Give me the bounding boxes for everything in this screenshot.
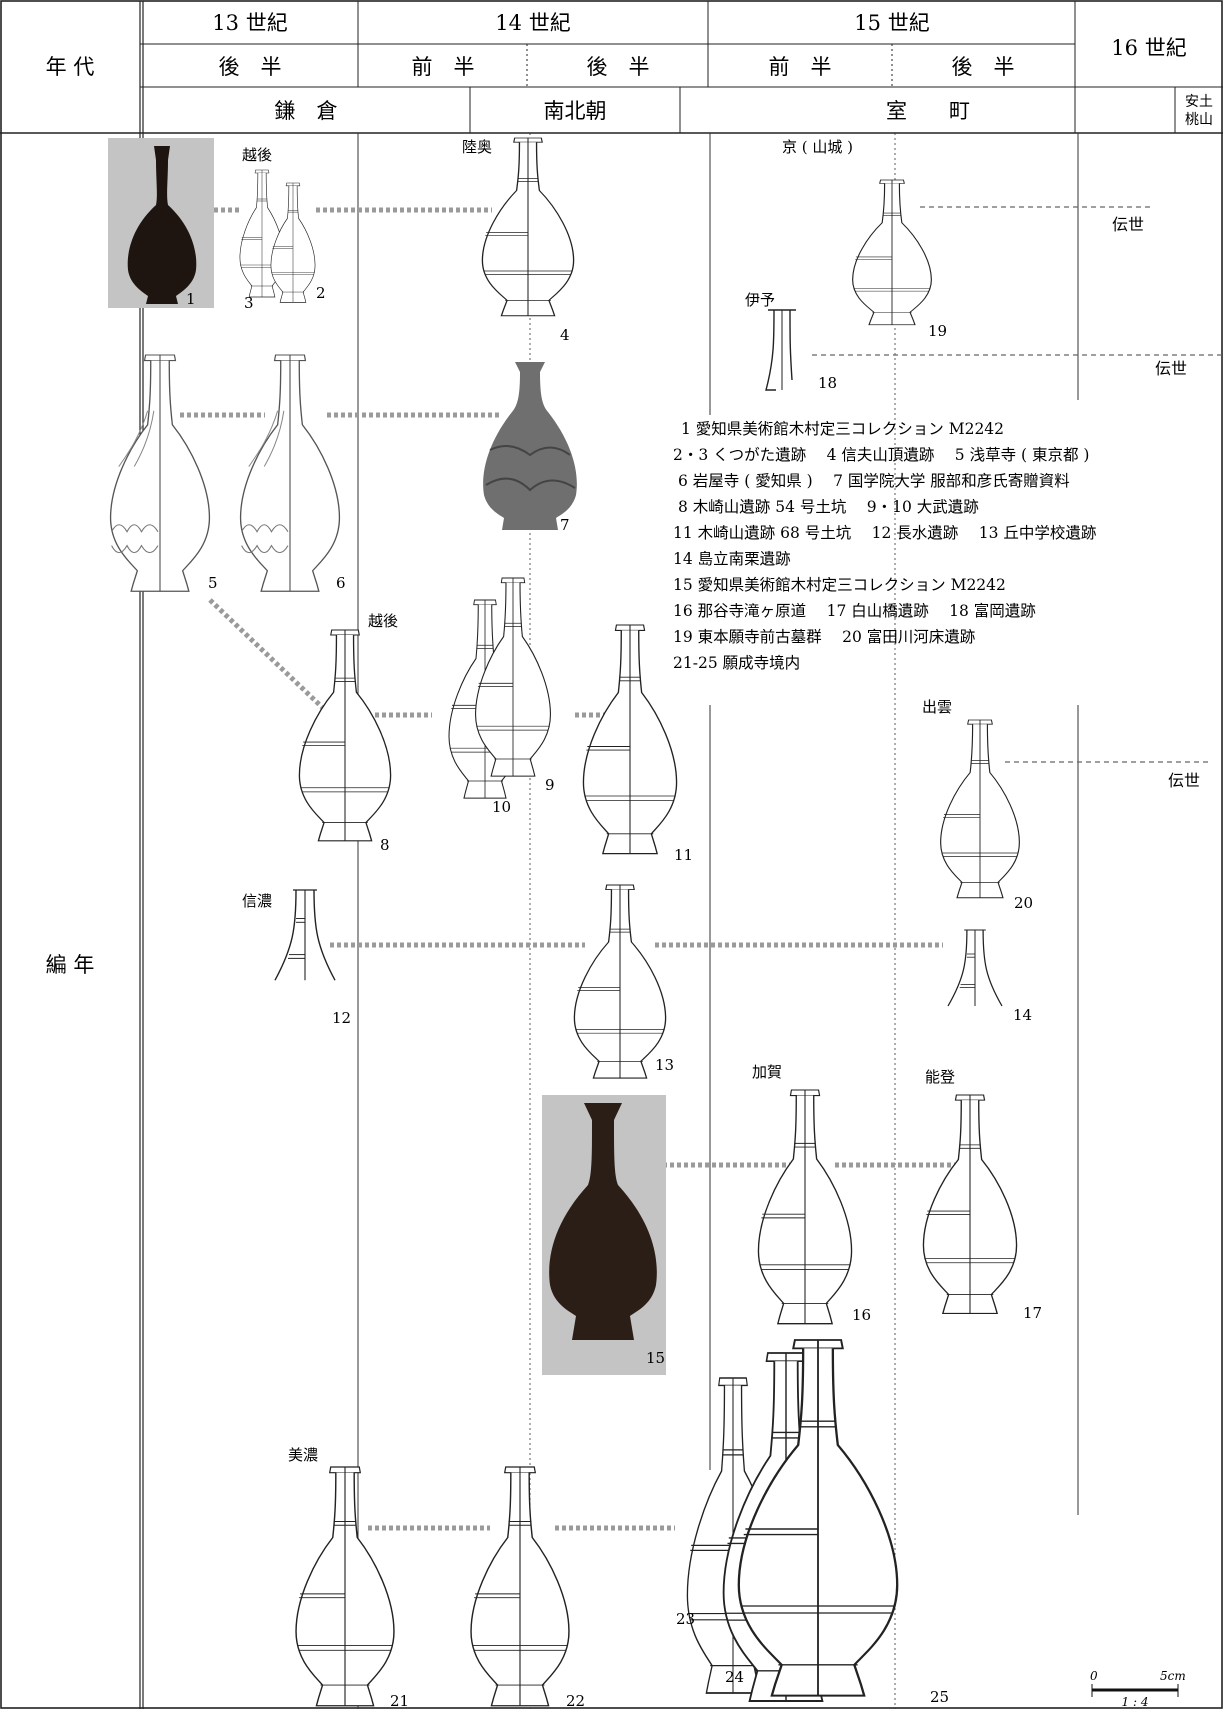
vase-drawing-17 (922, 1094, 1018, 1315)
half-14-first: 前 半 (412, 55, 475, 79)
photo-vase-15 (542, 1095, 666, 1375)
half-14-second: 後 半 (587, 55, 650, 79)
vase-drawing-11 (582, 624, 678, 855)
legend-line-2: 2・3 くつがた遺跡 4 信夫山頂遺跡 5 浅草寺 ( 東京都 ) (673, 446, 1089, 464)
half-15-second: 後 半 (952, 55, 1015, 79)
region-echigo-a: 越後 (242, 146, 272, 164)
legend: 1 愛知県美術館木村定三コレクション M2242 2・3 くつがた遺跡 4 信夫… (673, 420, 1097, 672)
number-23: 23 (676, 1610, 695, 1628)
vase-drawing-20 (940, 719, 1020, 899)
number-21: 21 (390, 1692, 409, 1709)
legend-line-7: 15 愛知県美術館木村定三コレクション M2242 (673, 576, 1006, 594)
vase-drawing-2 (270, 182, 316, 303)
half-15-first: 前 半 (769, 55, 832, 79)
number-5: 5 (208, 574, 218, 592)
legend-line-10: 21-25 願成寺境内 (673, 653, 800, 672)
region-mino: 美濃 (288, 1446, 318, 1464)
legend-line-4: 8 木崎山遺跡 54 号土坑 9・10 大武遺跡 (678, 498, 979, 516)
century-13: 13 世紀 (212, 11, 287, 35)
number-4: 4 (560, 326, 570, 344)
legend-line-3: 6 岩屋寺 ( 愛知県 ) 7 国学院大学 服部和彦氏寄贈資料 (678, 471, 1070, 490)
tradition-label-3: 伝世 (1168, 771, 1200, 790)
region-echigo-b: 越後 (368, 612, 398, 630)
photo-vase-1 (108, 138, 214, 308)
region-kyo: 京 ( 山城 ) (782, 138, 853, 156)
period-azuchi: 安土 (1185, 94, 1213, 110)
vase-drawing-5 (109, 354, 211, 592)
number-1: 1 (186, 290, 196, 308)
century-14: 14 世紀 (495, 11, 570, 35)
vase-drawing-6 (239, 354, 341, 592)
row-label-chronology: 編 年 (46, 953, 95, 977)
number-17: 17 (1023, 1304, 1042, 1322)
period-momoyama: 桃山 (1185, 112, 1213, 128)
legend-line-6: 14 島立南栗遺跡 (673, 550, 791, 568)
vase-drawing-13 (573, 884, 667, 1079)
number-7: 7 (560, 516, 570, 534)
period-muromachi: 室 町 (886, 99, 970, 123)
vase-drawing-25 (737, 1338, 899, 1697)
scale-ratio: 1 : 4 (1122, 1695, 1149, 1709)
number-14: 14 (1013, 1006, 1032, 1024)
scale-zero: 0 (1090, 1669, 1098, 1683)
number-2: 2 (316, 284, 326, 302)
number-16: 16 (852, 1306, 871, 1324)
number-18: 18 (818, 374, 837, 392)
guide-lines (357, 133, 1079, 1709)
region-kaga: 加賀 (752, 1063, 782, 1081)
region-shinano: 信濃 (242, 892, 272, 910)
region-mutsu: 陸奥 (462, 138, 492, 156)
number-19: 19 (928, 322, 947, 340)
number-15: 15 (646, 1349, 665, 1367)
scale-five: 5cm (1160, 1669, 1186, 1683)
number-13: 13 (655, 1056, 674, 1074)
period-nanbokucho: 南北朝 (544, 99, 607, 123)
tradition-lines (812, 206, 1223, 763)
legend-line-5: 11 木崎山遺跡 68 号土坑 12 長水遺跡 13 丘中学校遺跡 (673, 524, 1097, 542)
vase-drawing-12 (274, 889, 336, 981)
legend-line-8: 16 那谷寺滝ヶ原道 17 白山橋遺跡 18 富岡遺跡 (673, 602, 1036, 620)
specimen-numbers: 1 2 3 4 5 6 7 8 9 10 11 12 13 14 15 16 1… (186, 284, 1042, 1709)
number-25: 25 (930, 1688, 949, 1706)
vase-drawing-4 (481, 137, 575, 317)
scale-bar: 0 5cm 1 : 4 (1090, 1669, 1186, 1709)
number-11: 11 (674, 846, 693, 864)
tradition-label-2: 伝世 (1155, 359, 1187, 378)
vase-drawing-18 (765, 309, 796, 391)
tradition-label-1: 伝世 (1112, 215, 1144, 234)
photo-vase-7 (483, 362, 577, 530)
number-6: 6 (336, 574, 346, 592)
connector-lines (180, 207, 955, 1531)
region-noto: 能登 (925, 1068, 955, 1086)
half-13-second: 後 半 (219, 55, 282, 79)
vase-drawing-21 (295, 1466, 395, 1707)
number-24: 24 (725, 1668, 744, 1686)
number-10: 10 (492, 798, 511, 816)
century-15: 15 世紀 (854, 11, 929, 35)
legend-line-9: 19 東本願寺前古墓群 20 富田川河床遺跡 (673, 628, 976, 646)
number-9: 9 (545, 776, 555, 794)
period-kamakura: 鎌 倉 (275, 99, 338, 123)
legend-line-1: 1 愛知県美術館木村定三コレクション M2242 (681, 420, 1004, 438)
number-3: 3 (244, 294, 254, 312)
vase-drawing-14 (947, 929, 1003, 1007)
vase-drawing-19 (852, 179, 932, 326)
vase-drawing-16 (757, 1089, 853, 1325)
region-izumo: 出雲 (922, 698, 952, 716)
row-label-era: 年 代 (46, 55, 95, 79)
region-iyo: 伊予 (745, 291, 775, 309)
number-22: 22 (566, 1692, 585, 1709)
vase-drawing-22 (470, 1466, 570, 1707)
century-16: 16 世紀 (1111, 36, 1186, 60)
number-8: 8 (380, 836, 390, 854)
vase-drawing-8 (298, 629, 392, 842)
number-20: 20 (1014, 894, 1033, 912)
number-12: 12 (332, 1009, 351, 1027)
